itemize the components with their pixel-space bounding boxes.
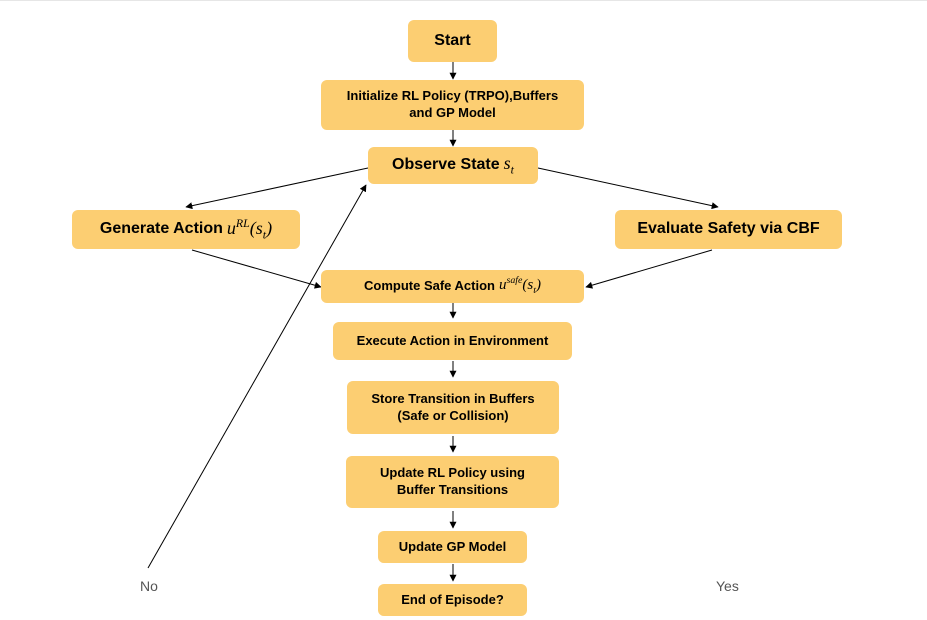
no-label: No bbox=[140, 578, 158, 594]
evaluate-label: Evaluate Safety via CBF bbox=[637, 220, 820, 238]
update-gp-label: Update GP Model bbox=[398, 538, 507, 554]
update-policy-line2: Buffer Transitions bbox=[396, 482, 509, 497]
start-label: Start bbox=[434, 31, 471, 49]
execute-label: Execute Action in Environment bbox=[356, 332, 549, 348]
generate-action-node: Generate Action uRL(st) bbox=[72, 210, 300, 249]
update-gp-model-node: Update GP Model bbox=[378, 531, 527, 563]
compute-safe-action-node: Compute Safe Action usafe(st) bbox=[321, 270, 584, 303]
compute-math: usafe(st) bbox=[498, 275, 541, 297]
store-line1: Store Transition in Buffers bbox=[371, 390, 535, 406]
edge-no-loop-observe bbox=[147, 184, 367, 569]
compute-label: Compute Safe Action bbox=[364, 278, 495, 294]
top-divider bbox=[0, 0, 927, 1]
initialize-line2: and GP Model bbox=[409, 105, 496, 120]
end-of-episode-node: End of Episode? bbox=[378, 584, 527, 616]
update-policy-line1: Update RL Policy using bbox=[380, 465, 525, 481]
edge-observe-evaluate bbox=[537, 167, 719, 210]
yes-label: Yes bbox=[716, 578, 739, 594]
observe-state-node: Observe State st bbox=[368, 147, 538, 184]
initialize-line1: Initialize RL Policy (TRPO),Buffers bbox=[346, 88, 559, 104]
update-rl-policy-node: Update RL Policy using Buffer Transition… bbox=[346, 456, 559, 508]
store-line2: (Safe or Collision) bbox=[397, 407, 509, 423]
edge-evaluate-compute bbox=[585, 249, 713, 289]
generate-math: uRL(st) bbox=[226, 215, 273, 242]
edge-generate-compute bbox=[191, 249, 322, 289]
evaluate-safety-node: Evaluate Safety via CBF bbox=[615, 210, 842, 249]
generate-label: Generate Action bbox=[99, 220, 223, 238]
execute-action-node: Execute Action in Environment bbox=[333, 322, 572, 360]
edge-observe-generate bbox=[185, 167, 369, 210]
observe-math: st bbox=[503, 153, 514, 178]
store-transition-node: Store Transition in Buffers (Safe or Col… bbox=[347, 381, 559, 434]
initialize-node: Initialize RL Policy (TRPO),Buffers and … bbox=[321, 80, 584, 130]
end-label: End of Episode? bbox=[401, 591, 504, 607]
start-node: Start bbox=[408, 20, 497, 62]
observe-label: Observe State bbox=[392, 156, 500, 174]
